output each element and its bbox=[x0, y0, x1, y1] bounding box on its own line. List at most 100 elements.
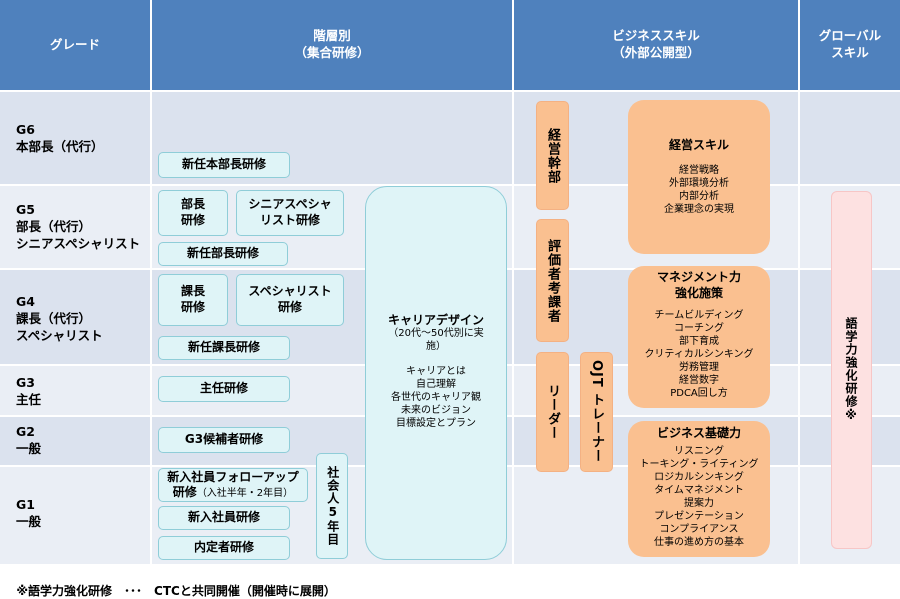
box-item: クリティカルシンキング bbox=[644, 349, 754, 361]
grade-title: 主任 bbox=[16, 391, 42, 407]
training-new-dept-head: 新任部長研修 bbox=[158, 242, 288, 266]
language-training-box: 語学力強化研修※ bbox=[831, 191, 872, 549]
box-item: チームビルディング bbox=[654, 310, 744, 322]
training-label: 新任本部長研修 bbox=[181, 157, 266, 172]
box-item: 企業理念の実現 bbox=[664, 203, 734, 215]
business-basic-box: ビジネス基礎力 リスニング トーキング・ライティング ロジカルシンキング タイム… bbox=[628, 421, 770, 557]
header-global-line2: スキル bbox=[831, 45, 869, 60]
grade-title: 一般 bbox=[16, 440, 42, 456]
training-new-employee-followup: 新入社員フォローアップ 研修（入社半年・2年目） bbox=[158, 468, 308, 502]
training-label: 新入社員研修 bbox=[187, 510, 260, 525]
grade-title: スペシャリスト bbox=[16, 327, 103, 343]
header-tiered-line1: 階層別 bbox=[313, 28, 351, 44]
business-ojt-label: OJT トレーナー bbox=[580, 352, 613, 472]
training-label: 新任課長研修 bbox=[187, 340, 260, 355]
box-item: 経営数字 bbox=[679, 375, 719, 387]
training-dept-head: 部長 研修 bbox=[158, 190, 228, 236]
header-tiered: 階層別 （集合研修） bbox=[152, 0, 512, 90]
grade-g6: G6 本部長（代行） bbox=[16, 122, 104, 156]
grade-code: G6 bbox=[16, 122, 35, 137]
training-label: 研修 bbox=[277, 300, 302, 314]
career-title: キャリアデザイン bbox=[387, 313, 484, 327]
box-item: タイムマネジメント bbox=[654, 484, 744, 496]
business-leader-label: リーダー bbox=[536, 352, 569, 472]
business-exec-label: 経営幹部 bbox=[536, 101, 569, 210]
box-item: 仕事の進め方の基本 bbox=[654, 536, 744, 548]
training-label: 社会人5年目 bbox=[325, 466, 340, 546]
training-new-employee: 新入社員研修 bbox=[158, 506, 290, 530]
training-senior-specialist: シニアスペシャ リスト研修 bbox=[236, 190, 344, 236]
header-business-line2: （外部公開型） bbox=[612, 45, 700, 60]
footnote-text: ※語学力強化研修 ･･･ CTCと共同開催（開催時に展開） bbox=[16, 584, 336, 598]
header-global-line1: グローバル bbox=[818, 28, 882, 44]
career-item: 未来のビジョン bbox=[401, 405, 471, 416]
grade-code: G3 bbox=[16, 375, 35, 390]
box-item: 外部環境分析 bbox=[669, 177, 729, 189]
training-label: 研修 bbox=[172, 484, 197, 499]
box-item: リスニング bbox=[674, 445, 724, 457]
box-title: ビジネス基礎力 bbox=[656, 426, 741, 440]
training-pre-hire: 内定者研修 bbox=[158, 536, 290, 560]
training-chief: 主任研修 bbox=[158, 376, 290, 402]
header-tiered-line2: （集合研修） bbox=[294, 45, 370, 60]
grade-code: G4 bbox=[16, 294, 35, 309]
grade-title: 課長（代行） bbox=[16, 310, 92, 326]
header-grade-label: グレード bbox=[49, 36, 100, 52]
side-label: リーダー bbox=[545, 384, 560, 440]
training-label: 主任研修 bbox=[199, 381, 248, 396]
grade-title: 一般 bbox=[16, 513, 42, 529]
grade-code: G2 bbox=[16, 424, 35, 439]
box-item: 部下育成 bbox=[679, 336, 719, 348]
col-separator bbox=[512, 92, 514, 564]
training-label: スペシャリスト bbox=[248, 284, 332, 299]
training-label: 新任部長研修 bbox=[186, 246, 259, 261]
training-sublabel: （入社半年・2年目） bbox=[196, 487, 294, 499]
box-item: ロジカルシンキング bbox=[654, 471, 744, 483]
grade-code: G5 bbox=[16, 202, 35, 217]
footnote: ※語学力強化研修 ･･･ CTCと共同開催（開催時に展開） bbox=[8, 568, 336, 599]
training-label: 内定者研修 bbox=[193, 540, 254, 555]
box-item: 経営戦略 bbox=[679, 164, 719, 176]
grade-title: 部長（代行） bbox=[16, 218, 92, 234]
header-business-line1: ビジネススキル bbox=[612, 28, 700, 44]
career-item: 自己理解 bbox=[416, 379, 456, 390]
header-global: グローバル スキル bbox=[800, 0, 900, 90]
training-specialist: スペシャリスト 研修 bbox=[236, 274, 344, 326]
career-item: 各世代のキャリア観 bbox=[391, 392, 481, 403]
box-title: 経営スキル bbox=[668, 138, 729, 152]
grade-g2: G2 一般 bbox=[16, 424, 41, 458]
career-item: キャリアとは bbox=[406, 366, 466, 377]
career-item: 目標設定とプラン bbox=[396, 418, 476, 429]
language-training-label: 語学力強化研修※ bbox=[844, 317, 858, 423]
mgmt-power-box: マネジメント力 強化施策 チームビルディング コーチング 部下育成 クリティカル… bbox=[628, 266, 770, 408]
side-label: 経営幹部 bbox=[545, 127, 560, 184]
business-evaluator-label: 評価者考課者 bbox=[536, 219, 569, 342]
training-new-section-head: 新任課長研修 bbox=[158, 336, 290, 360]
career-subtitle: （20代～50代別に実 bbox=[388, 328, 484, 339]
mgmt-skill-box: 経営スキル 経営戦略 外部環境分析 内部分析 企業理念の実現 bbox=[628, 100, 770, 254]
col-separator bbox=[150, 92, 152, 564]
grade-g1: G1 一般 bbox=[16, 497, 41, 531]
grade-g3: G3 主任 bbox=[16, 375, 41, 409]
col-separator bbox=[798, 92, 800, 564]
training-section-head: 課長 研修 bbox=[158, 274, 228, 326]
career-design-box: キャリアデザイン （20代～50代別に実 施） キャリアとは 自己理解 各世代の… bbox=[365, 186, 507, 560]
box-item: プレゼンテーション bbox=[654, 510, 744, 522]
header-grade: グレード bbox=[0, 0, 150, 90]
training-label: G3候補者研修 bbox=[184, 432, 264, 447]
training-label: 研修 bbox=[180, 213, 205, 227]
box-title-line: マネジメント力 bbox=[656, 270, 741, 284]
box-title: マネジメント力 強化施策 bbox=[657, 270, 741, 301]
grade-code: G1 bbox=[16, 497, 35, 512]
training-label: 研修 bbox=[180, 300, 205, 314]
side-label: OJT トレーナー bbox=[589, 360, 604, 464]
training-label: 部長 bbox=[180, 197, 205, 212]
grade-title: シニアスペシャリスト bbox=[16, 235, 141, 251]
side-label: 評価者考課者 bbox=[545, 238, 560, 323]
training-5th-year: 社会人5年目 bbox=[316, 453, 348, 559]
box-item: コンプライアンス bbox=[659, 523, 739, 535]
box-item: トーキング・ライティング bbox=[639, 458, 759, 470]
career-subtitle: 施） bbox=[426, 340, 446, 352]
training-label: 新入社員フォローアップ bbox=[167, 470, 299, 485]
training-new-division-head: 新任本部長研修 bbox=[158, 152, 290, 178]
